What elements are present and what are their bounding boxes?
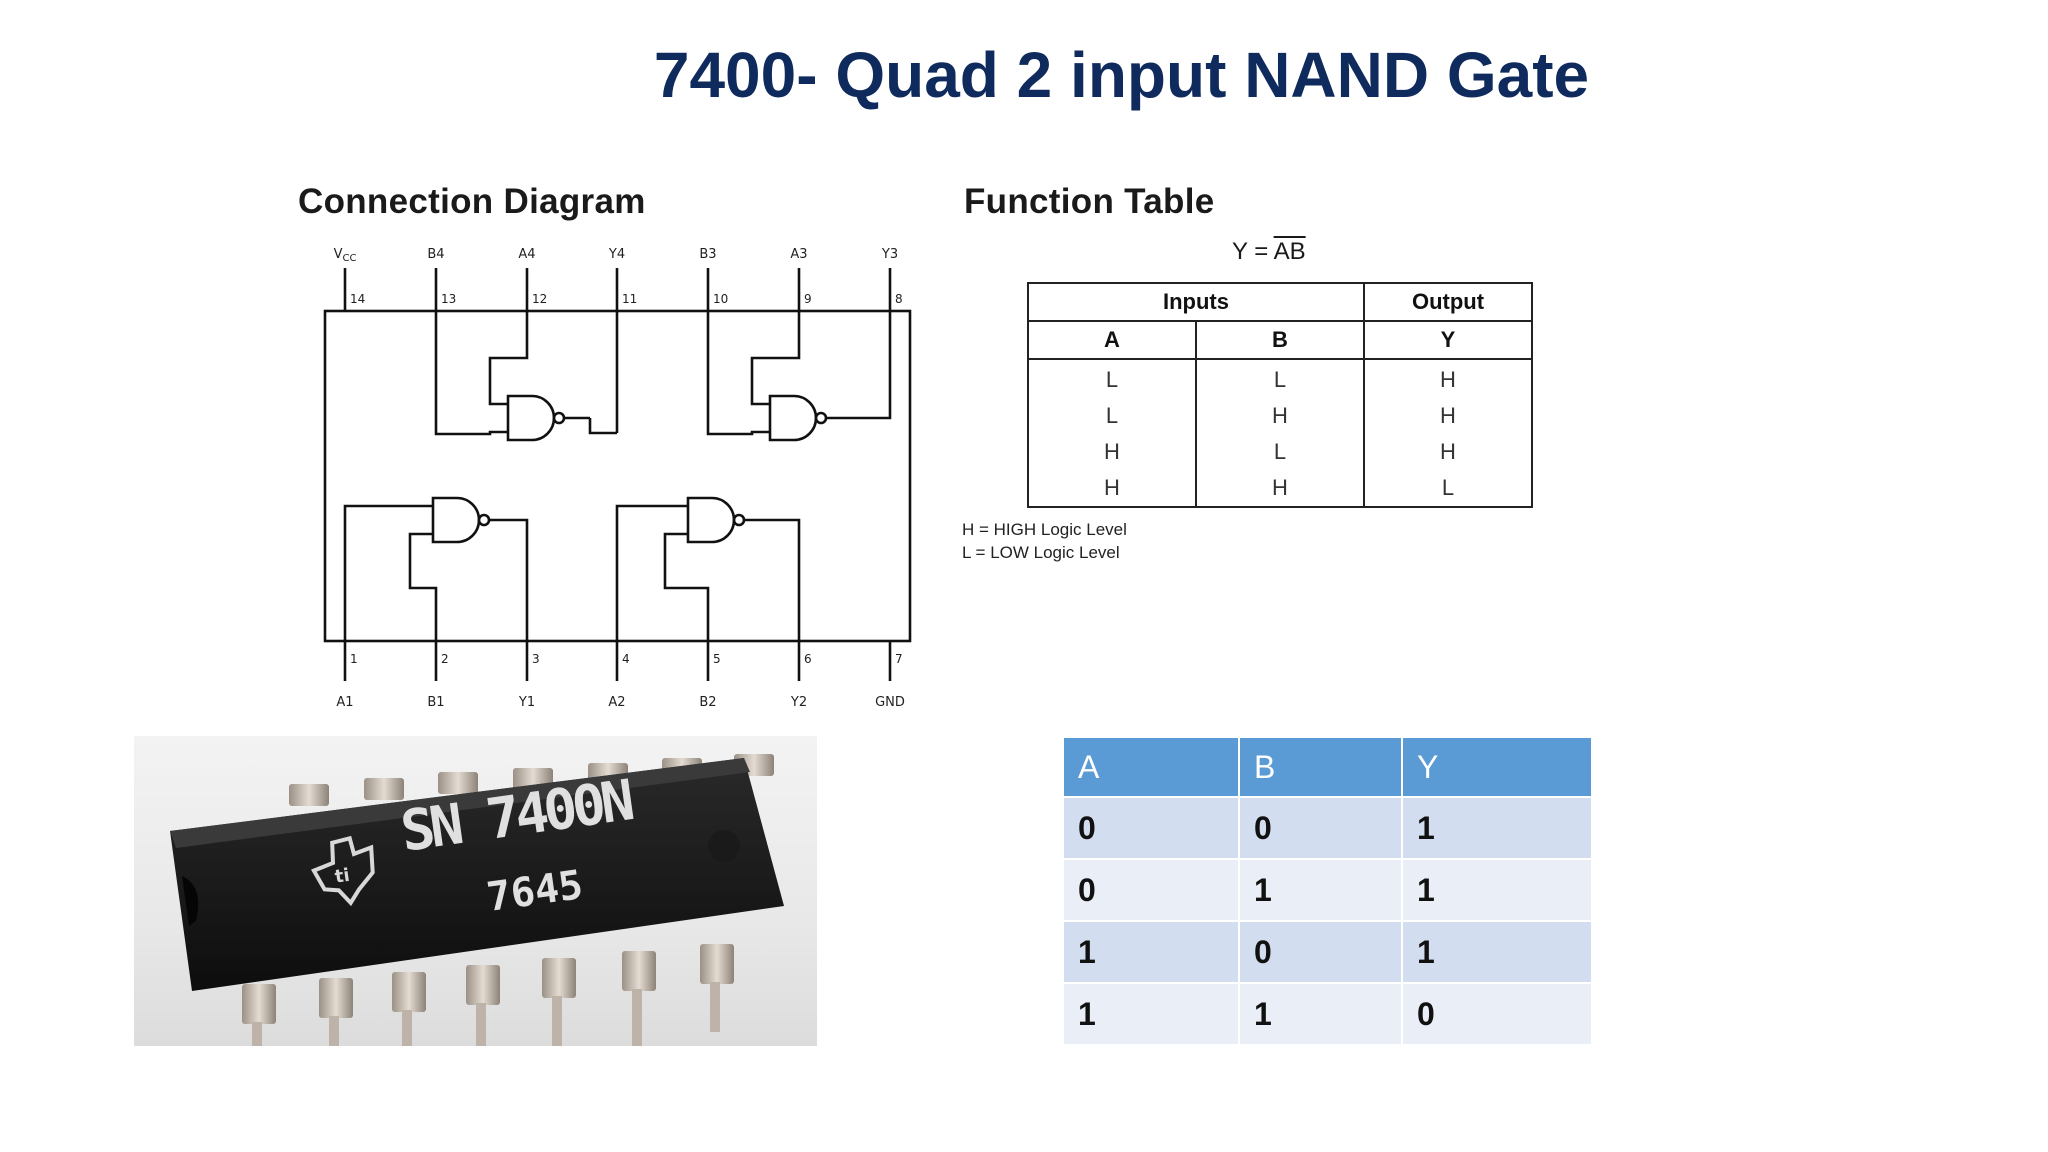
pin-number: 13 (441, 292, 456, 306)
nand-gate-1 (431, 496, 481, 544)
formula-overline-term: AB (1273, 238, 1306, 265)
pin-label: B3 (699, 247, 716, 262)
nand-gate-4 (506, 394, 556, 442)
pin-label: A4 (518, 247, 535, 262)
truth-cell-a: 0 (1064, 860, 1238, 920)
cell-y: L (1363, 470, 1533, 508)
pin-number: 6 (804, 652, 812, 666)
truth-cell-b: 1 (1240, 860, 1401, 920)
nand-gate-2 (686, 496, 736, 544)
ti-logo: ti (310, 835, 375, 907)
cell-b: L (1195, 434, 1365, 470)
slide-title: 7400- Quad 2 input NAND Gate (653, 39, 1590, 111)
pin-label: Y1 (518, 695, 535, 710)
cell-y: H (1363, 398, 1533, 434)
pin-label: B4 (427, 247, 444, 262)
truth-cell-b: 0 (1240, 922, 1401, 982)
truth-cell-y: 0 (1403, 984, 1591, 1044)
cell-a: L (1027, 398, 1197, 434)
truth-cell-a: 1 (1064, 984, 1238, 1044)
truth-table: A B Y 0 0 1 0 1 1 1 0 1 1 1 0 (1062, 736, 1593, 1046)
truth-header-a: A (1064, 738, 1238, 796)
pin-number: 9 (804, 292, 812, 306)
table-row: 0 0 1 (1064, 798, 1591, 858)
table-row: 0 1 1 (1064, 860, 1591, 920)
column-header-y: Y (1363, 320, 1533, 360)
pin-label: B1 (427, 695, 444, 710)
connection-diagram-heading: Connection Diagram (298, 182, 646, 221)
pin-number: 3 (532, 652, 540, 666)
pin-number: 8 (895, 292, 903, 306)
inputs-group-header: Inputs (1027, 282, 1365, 322)
pin-label: A1 (336, 695, 353, 710)
truth-cell-b: 0 (1240, 798, 1401, 858)
output-group-header: Output (1363, 282, 1533, 322)
truth-cell-y: 1 (1403, 922, 1591, 982)
truth-cell-a: 0 (1064, 798, 1238, 858)
pin-number: 7 (895, 652, 903, 666)
function-table: Inputs Output A B Y L L H L H H H L H H … (1027, 282, 1533, 508)
pin-label: A3 (790, 247, 807, 262)
pin-number: 12 (532, 292, 547, 306)
pin-number: 1 (350, 652, 358, 666)
formula-prefix: Y = (1232, 238, 1274, 265)
cell-y: H (1363, 434, 1533, 470)
chip-photo: ti SN 7400N 7645 (134, 736, 817, 1046)
function-table-heading: Function Table (964, 182, 1215, 221)
pin-number: 4 (622, 652, 630, 666)
table-row: L L H (1027, 359, 1533, 398)
truth-cell-a: 1 (1064, 922, 1238, 982)
truth-cell-b: 1 (1240, 984, 1401, 1044)
column-header-b: B (1195, 320, 1365, 360)
table-row: L H H (1027, 398, 1533, 434)
cell-y: H (1363, 359, 1533, 398)
pin-number: 14 (350, 292, 365, 306)
table-row: 1 1 0 (1064, 984, 1591, 1044)
legend-high: H = HIGH Logic Level (962, 520, 1127, 539)
column-header-a: A (1027, 320, 1197, 360)
truth-header-y: Y (1403, 738, 1591, 796)
truth-cell-y: 1 (1403, 860, 1591, 920)
truth-cell-y: 1 (1403, 798, 1591, 858)
pin-label: A2 (608, 695, 625, 710)
cell-a: H (1027, 470, 1197, 508)
pin-label: Y3 (881, 247, 898, 262)
pin-label: VCC (334, 247, 357, 264)
pin-label: B2 (699, 695, 716, 710)
cell-b: H (1195, 398, 1365, 434)
logic-level-legend: H = HIGH Logic Level L = LOW Logic Level (962, 518, 1127, 564)
cell-b: L (1195, 359, 1365, 398)
connection-diagram: VCC 14 B4 13 A4 12 Y4 11 B3 10 A3 9 Y3 8 1A1 2B1 3Y1 4A2… (323, 247, 912, 710)
legend-low: L = LOW Logic Level (962, 543, 1120, 562)
pin-number: 2 (441, 652, 449, 666)
pin-label: Y2 (790, 695, 807, 710)
cell-a: L (1027, 359, 1197, 398)
nand-formula: Y = AB (1232, 238, 1306, 266)
cell-a: H (1027, 434, 1197, 470)
truth-header-b: B (1240, 738, 1401, 796)
pin-number: 5 (713, 652, 721, 666)
pin-label: GND (875, 695, 905, 710)
svg-text:ti: ti (334, 865, 352, 888)
table-row: 1 0 1 (1064, 922, 1591, 982)
table-row: H H L (1027, 470, 1533, 508)
pin-number: 10 (713, 292, 728, 306)
pin-label: Y4 (608, 247, 625, 262)
cell-b: H (1195, 470, 1365, 508)
nand-gate-3 (768, 394, 818, 442)
pin-number: 11 (622, 292, 637, 306)
table-row: H L H (1027, 434, 1533, 470)
